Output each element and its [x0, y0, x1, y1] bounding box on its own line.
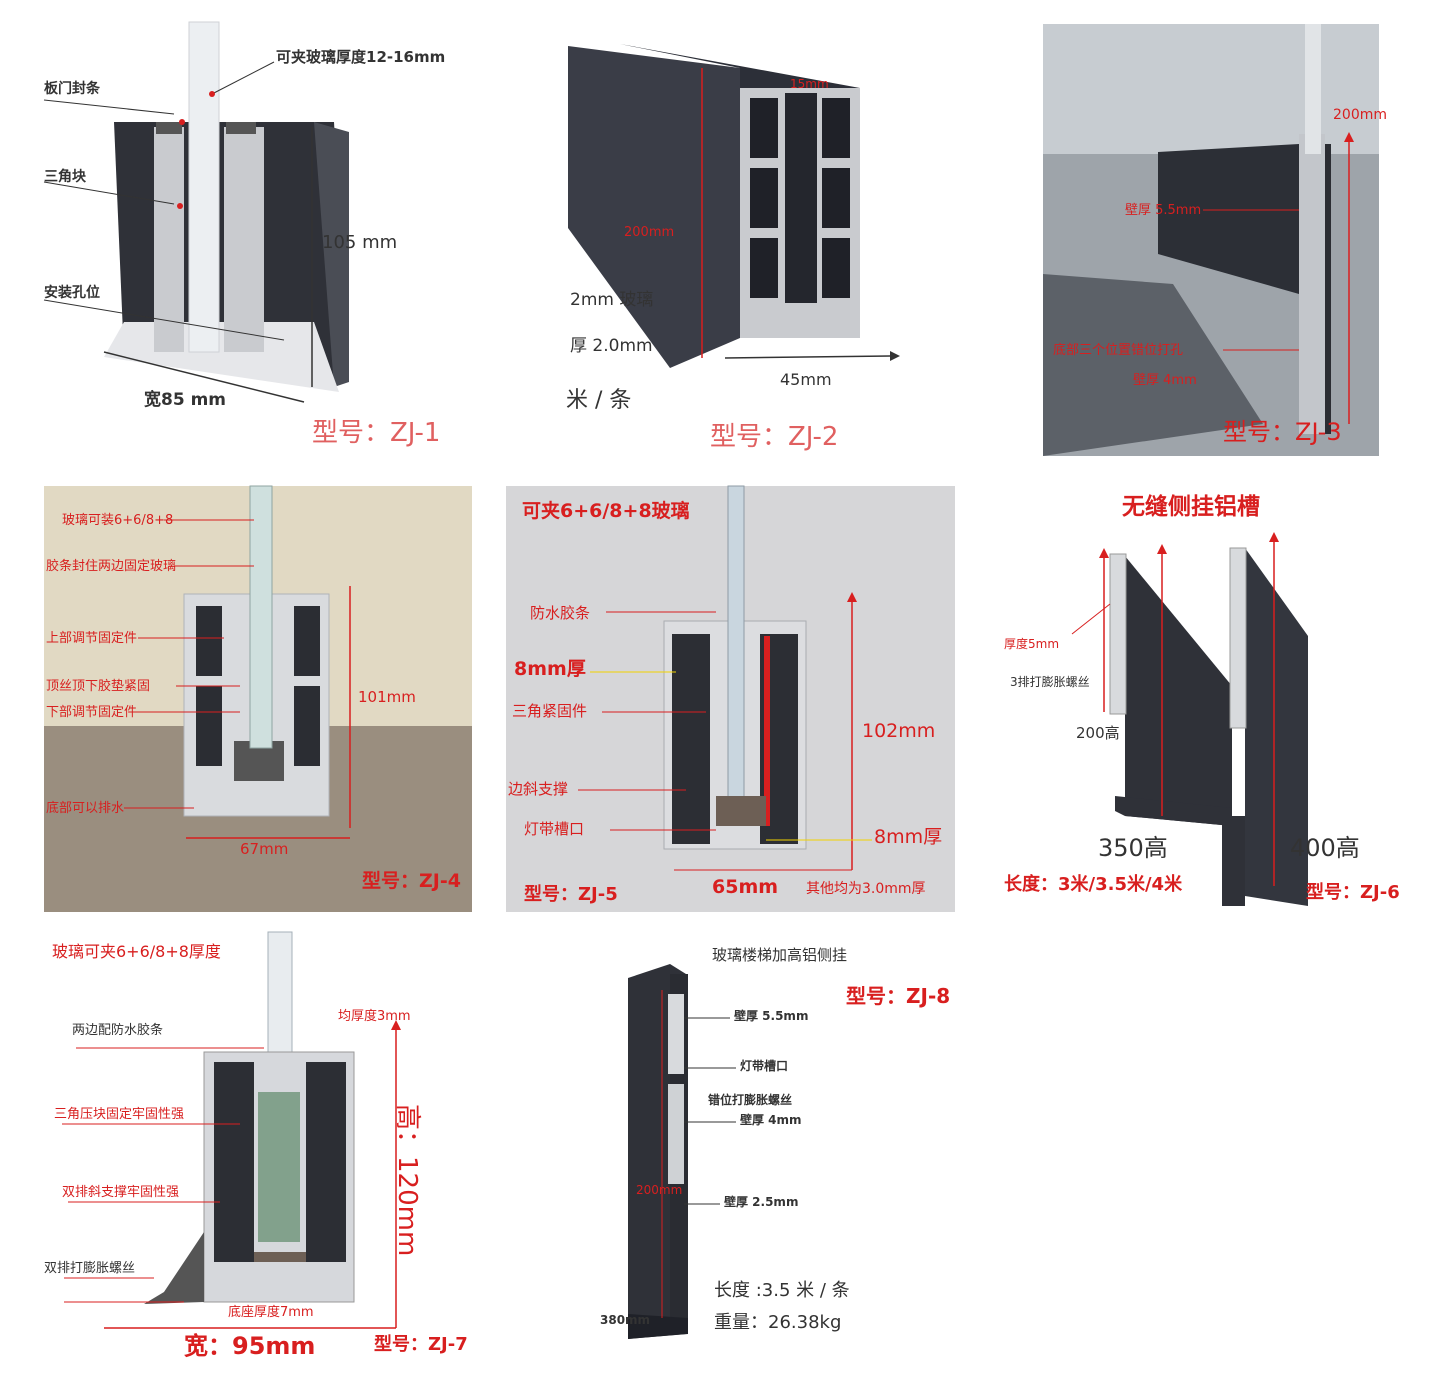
zj6-h350: 350高: [1098, 834, 1168, 862]
zj7-label-1: 两边配防水胶条: [72, 1023, 164, 1038]
zj6-label-1: 厚度5mm: [1004, 637, 1060, 651]
zj6-profile-illustration: [1071, 532, 1308, 906]
zj3-wall2-label: 壁厚 4mm: [1133, 373, 1197, 388]
zj5-profile-illustration: [578, 485, 872, 871]
zj6-label-2: 3排打膨胀螺丝: [1010, 675, 1090, 689]
zj7-label-5: 底座厚度7mm: [228, 1305, 314, 1320]
zj6-model-label: 型号：ZJ-6: [1306, 882, 1400, 903]
zj5-width-label: 65mm: [712, 876, 779, 898]
zj4-label-5: 下部调节固定件: [46, 705, 138, 720]
zj4-label-1: 玻璃可装6+6/8+8: [62, 513, 174, 528]
zj5-label-5: 灯带槽口: [524, 820, 585, 838]
zj5-label-3: 三角紧固件: [512, 702, 588, 720]
zj8-label-4: 壁厚 4mm: [740, 1113, 802, 1127]
zj7-label-2: 三角压块固定牢固性强: [54, 1107, 185, 1122]
zj8-label-1: 壁厚 5.5mm: [734, 1009, 809, 1023]
zj5-label-1: 防水胶条: [530, 604, 591, 622]
zj2-thick-label: 厚 2.0mm: [570, 336, 653, 356]
zj6-title: 无缝侧挂铝槽: [1122, 494, 1260, 520]
zj5-right-label: 8mm厚: [874, 826, 943, 848]
zj4-profile-illustration: [44, 485, 472, 912]
zj4-label-3: 上部调节固定件: [46, 631, 138, 646]
zj7-height-label: 高：120mm: [392, 1104, 422, 1257]
panel-zj3: 200mm 壁厚 5.5mm 底部三个位置错位打孔 壁厚 4mm 型号：ZJ-3: [1043, 24, 1387, 456]
zj4-model-label: 型号：ZJ-4: [362, 870, 461, 892]
zj2-model-label: 型号：ZJ-2: [710, 422, 839, 452]
zj7-profile-illustration: [62, 931, 401, 1329]
zj8-label-5: 壁厚 2.5mm: [724, 1195, 799, 1209]
zj4-width-label: 67mm: [240, 840, 289, 858]
zj3-model-label: 型号：ZJ-3: [1223, 418, 1342, 446]
zj5-title: 可夹6+6/8+8玻璃: [522, 500, 690, 522]
zj8-title: 玻璃楼梯加高铝侧挂: [712, 946, 848, 964]
zj8-label-3: 错位打膨胀螺丝: [708, 1093, 793, 1107]
zj8-weight-label: 重量：26.38kg: [714, 1312, 842, 1333]
panel-zj2: 15mm 200mm 2mm 玻璃 厚 2.0mm 米 / 条 45mm 型号：…: [560, 38, 910, 468]
zj7-label-4: 双排打膨胀螺丝: [44, 1261, 136, 1276]
panel-zj8: 玻璃楼梯加高铝侧挂 型号：ZJ-8 壁厚 5.5mm 灯带槽口 错位打膨胀螺丝 …: [560, 934, 980, 1364]
zj4-label-4: 顶丝顶下胶垫紧固: [46, 679, 151, 694]
zj5-other-label: 其他均为3.0mm厚: [806, 881, 926, 897]
zj1-seal-label: 板门封条: [44, 81, 100, 97]
panel-zj4: 玻璃可装6+6/8+8 胶条封住两边固定玻璃 上部调节固定件 顶丝顶下胶垫紧固 …: [44, 485, 472, 912]
zj8-label-2: 灯带槽口: [740, 1059, 789, 1073]
zj3-wall-label: 壁厚 5.5mm: [1125, 203, 1202, 218]
zj2-profile-illustration: [568, 44, 900, 368]
zj1-profile-illustration: [43, 21, 349, 403]
panel-zj7: 玻璃可夹6+6/8+8厚度 两边配防水胶条 三角压块固定牢固性强 双排斜支撑牢固…: [44, 931, 484, 1362]
zj2-top-label: 15mm: [790, 77, 829, 91]
zj3-photo-illustration: [1043, 24, 1379, 456]
zj6-length-label: 长度：3米/3.5米/4米: [1004, 874, 1183, 895]
zj7-width-label: 宽：95mm: [184, 1332, 316, 1360]
zj6-h200: 200高: [1076, 724, 1120, 742]
zj3-height-label: 200mm: [1333, 107, 1387, 123]
zj5-height-label: 102mm: [862, 720, 936, 742]
panel-zj1: 可夹玻璃厚度12-16mm 板门封条 三角块 安装孔位 105 mm 宽85 m…: [43, 21, 454, 462]
zj5-label-2: 8mm厚: [514, 658, 586, 680]
zj8-height-label: 200mm: [636, 1183, 683, 1197]
zj1-width-label: 宽85 mm: [144, 390, 227, 410]
zj1-hole-label: 安装孔位: [44, 285, 100, 301]
zj6-h400: 400高: [1290, 834, 1360, 862]
zj8-bottom-label: 380mm: [600, 1313, 651, 1327]
zj2-length-label: 米 / 条: [566, 388, 632, 413]
zj7-title: 玻璃可夹6+6/8+8厚度: [52, 942, 221, 961]
zj5-label-4: 边斜支撑: [508, 780, 569, 798]
zj2-height-label: 200mm: [624, 225, 675, 240]
zj2-width-label: 45mm: [780, 370, 832, 389]
zj8-model-label: 型号：ZJ-8: [846, 984, 951, 1008]
zj1-triangle-label: 三角块: [44, 169, 86, 185]
zj1-model-label: 型号：ZJ-1: [312, 418, 441, 448]
zj1-height-label: 105 mm: [322, 232, 398, 253]
zj2-glass-label: 2mm 玻璃: [570, 290, 654, 310]
zj4-height-label: 101mm: [358, 688, 416, 706]
zj1-glass-label: 可夹玻璃厚度12-16mm: [276, 48, 446, 66]
zj7-top-label: 均厚度3mm: [338, 1009, 411, 1024]
panel-zj6: 无缝侧挂铝槽 厚度5mm 3排打膨胀螺丝 200高 350高 400高 长度：3…: [990, 486, 1430, 926]
zj4-label-2: 胶条封住两边固定玻璃: [46, 559, 177, 574]
zj3-holes-label: 底部三个位置错位打孔: [1053, 343, 1184, 358]
zj7-model-label: 型号：ZJ-7: [374, 1334, 468, 1355]
zj8-profile-illustration: [628, 964, 736, 1339]
zj8-length-label: 长度 :3.5 米 / 条: [714, 1280, 850, 1301]
zj5-model-label: 型号：ZJ-5: [524, 884, 618, 905]
zj7-label-3: 双排斜支撑牢固性强: [62, 1185, 180, 1200]
panel-zj5: 可夹6+6/8+8玻璃 防水胶条 8mm厚 三角紧固件 边斜支撑 灯带槽口 10…: [506, 485, 955, 912]
zj4-label-6: 底部可以排水: [46, 801, 125, 816]
